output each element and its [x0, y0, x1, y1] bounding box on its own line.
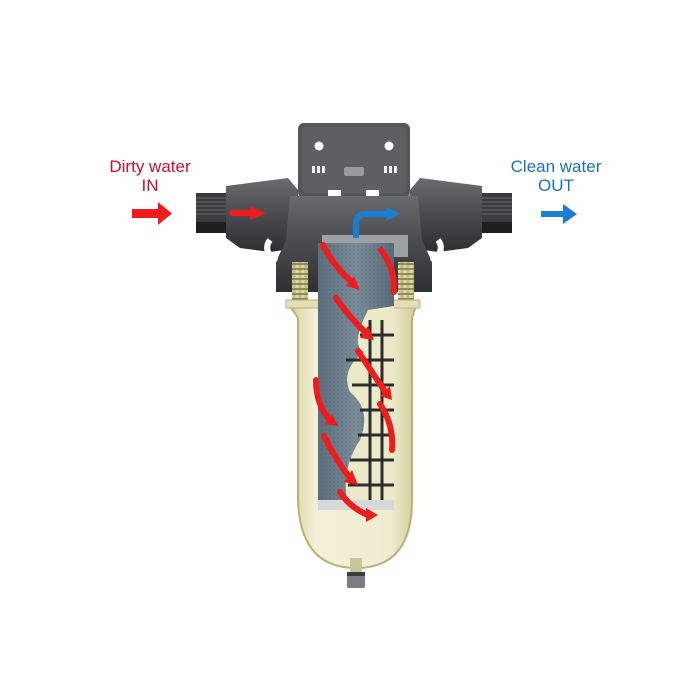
outlet-arrow-icon	[541, 204, 577, 224]
clean-water-text: Clean water	[510, 157, 602, 176]
clean-flow-arrow-icon	[353, 207, 400, 238]
clean-water-out-label: Clean water OUT	[494, 157, 618, 195]
drain-valve	[347, 558, 365, 588]
inlet-arrow-icon	[132, 202, 172, 225]
dirty-water-in-label: Dirty water IN	[88, 157, 212, 195]
inlet-port	[196, 178, 298, 252]
mounting-bracket	[298, 123, 410, 204]
dirty-flow-arrows-icon	[229, 206, 398, 522]
dirty-water-text: Dirty water	[109, 157, 191, 176]
outlet-port	[410, 178, 512, 252]
out-text: OUT	[538, 176, 574, 195]
in-text: IN	[141, 176, 159, 195]
